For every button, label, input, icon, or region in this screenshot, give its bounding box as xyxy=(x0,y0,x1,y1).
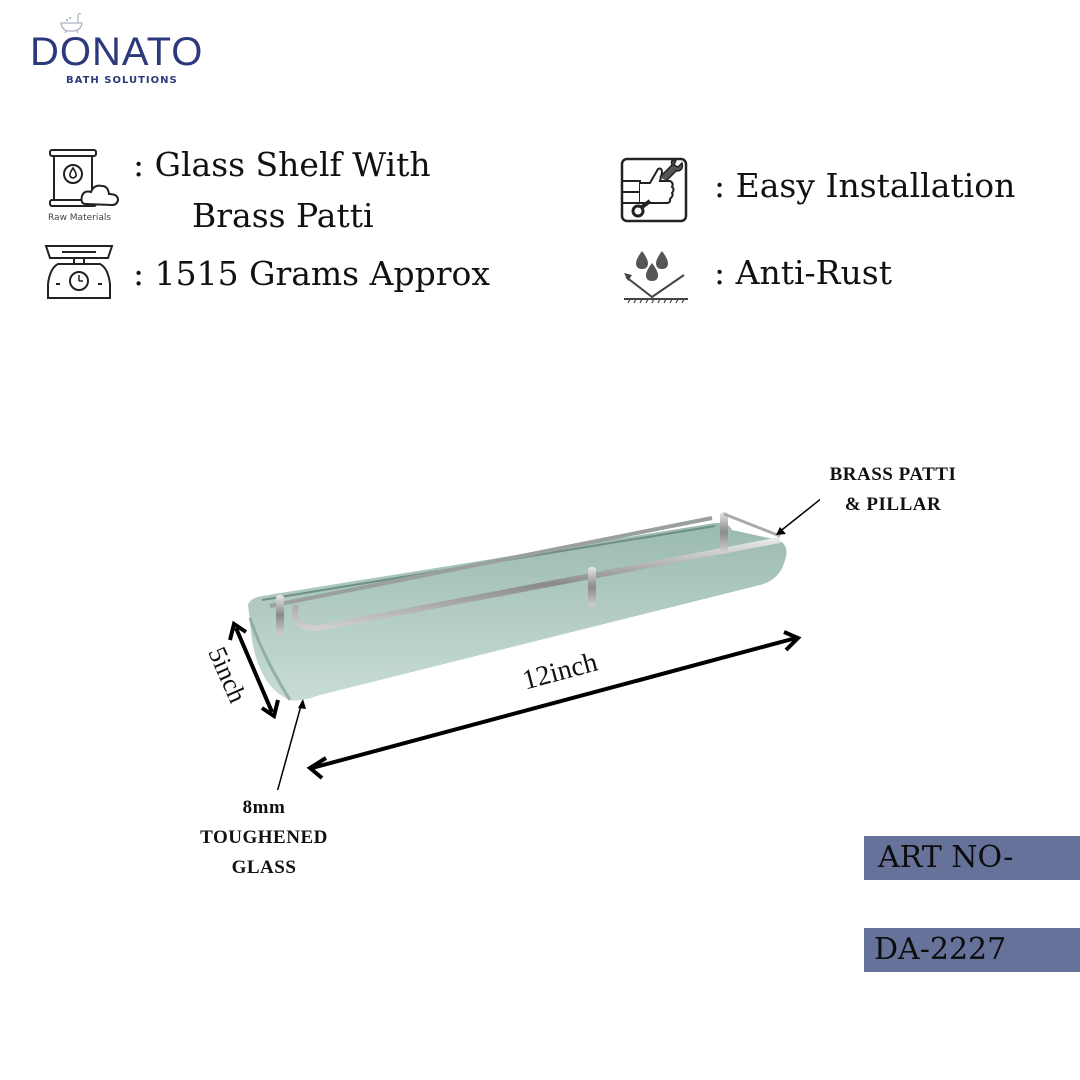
weighing-scale-icon xyxy=(44,245,114,299)
glass-shelf-image xyxy=(228,498,820,790)
raw-materials-icon xyxy=(49,149,120,207)
anti-rust-icon xyxy=(624,251,688,304)
raw-materials-caption: Raw Materials xyxy=(48,213,112,223)
feature-material-line2: Brass Patti xyxy=(192,196,374,235)
feature-antirust: : Anti-Rust xyxy=(618,245,918,310)
brand-tagline: BATH SOLUTIONS xyxy=(66,75,178,86)
bathtub-icon xyxy=(60,13,83,34)
brand-logo: DONATO BATH SOLUTIONS xyxy=(0,0,230,100)
callout-rail: BRASS PATTI & PILLAR xyxy=(812,460,974,520)
callout-glass: 8mm TOUGHENED GLASS xyxy=(180,793,348,883)
feature-weight: : 1515 Grams Approx xyxy=(40,240,490,305)
feature-weight-text: : 1515 Grams Approx xyxy=(133,254,490,293)
feature-installation-text: : Easy Installation xyxy=(714,166,1016,205)
callout-rail-line2: & PILLAR xyxy=(844,494,942,515)
article-label-box: ART NO- xyxy=(864,836,1080,880)
callout-rail-line1: BRASS PATTI xyxy=(829,464,957,485)
callout-glass-line1: 8mm xyxy=(242,797,286,818)
brand-name: DONATO xyxy=(30,30,204,74)
article-label: ART NO- xyxy=(878,840,1014,875)
article-number: DA-2227 xyxy=(874,932,1007,967)
feature-installation: : Easy Installation xyxy=(618,155,1038,225)
callout-glass-line2: TOUGHENED xyxy=(200,827,328,848)
feature-antirust-text: : Anti-Rust xyxy=(714,253,892,292)
callout-glass-line3: GLASS xyxy=(231,857,297,878)
feature-material: Raw Materials : Glass Shelf With Brass P… xyxy=(40,145,460,240)
easy-installation-icon xyxy=(620,157,688,223)
article-number-box: DA-2227 xyxy=(864,928,1080,972)
feature-material-line1: : Glass Shelf With xyxy=(133,145,431,184)
